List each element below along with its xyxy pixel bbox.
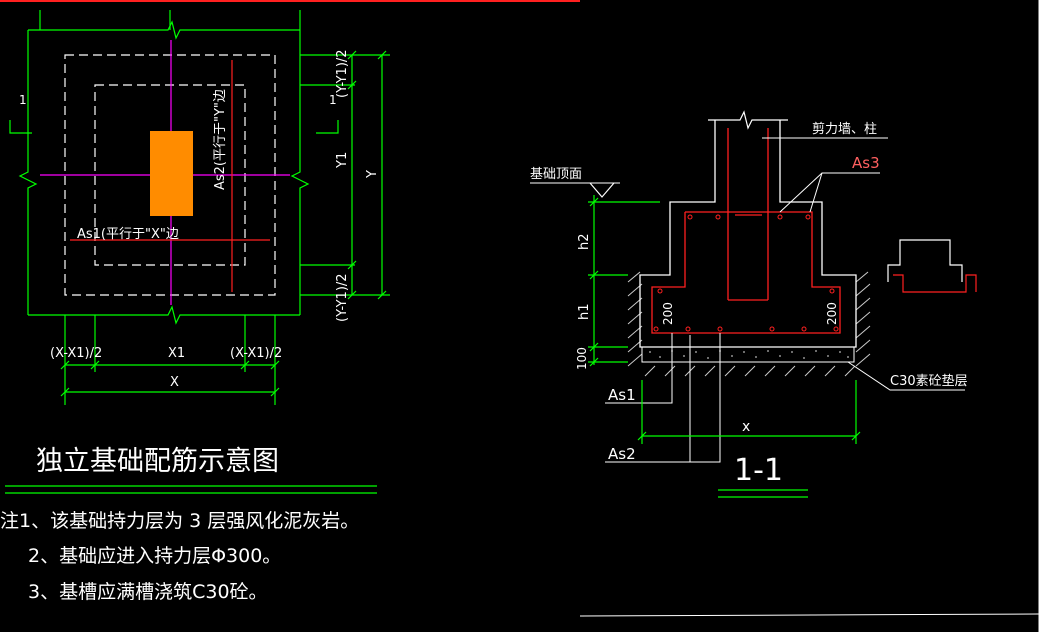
note-2: 2、基础应进入持力层Φ300。 xyxy=(28,545,281,567)
section-cushion-label: C30素砼垫层 xyxy=(890,373,968,389)
top-level-triangle xyxy=(589,182,615,198)
plan-section-marker-right xyxy=(316,120,339,134)
section-top-label: 基础顶面 xyxy=(530,167,582,182)
plan-section-marker-left xyxy=(9,120,32,134)
section-cushion xyxy=(641,346,855,363)
plan-marker-right-text: 1 xyxy=(329,93,337,107)
plan-view: 1 1 As1(平行于"X"边 As2(平行于"Y"边 (X-X1)/2 X1 … xyxy=(9,10,390,405)
leader-cushion xyxy=(847,361,965,391)
plan-dim-bottom-left: (X-X1)/2 xyxy=(50,346,102,361)
leader-as1 xyxy=(605,333,673,404)
section-cover-right: 200 xyxy=(825,302,839,325)
plan-dim-right-middle: Y1 xyxy=(335,152,350,169)
plan-outer-right xyxy=(290,30,310,315)
section-h1: h1 xyxy=(577,303,592,320)
plan-dim-bottom-middle: X1 xyxy=(168,346,185,361)
section-cover-left: 200 xyxy=(661,302,675,325)
section-h2: h2 xyxy=(577,233,592,250)
section-width-label: x xyxy=(742,419,750,435)
plan-dim-right-top: (Y-Y1)/2 xyxy=(335,49,350,98)
section-wall-break xyxy=(708,110,788,130)
section-outline xyxy=(639,120,857,348)
plan-dim-right-total: Y xyxy=(365,170,380,179)
section-view: 基础顶面 h2 h1 100 200 200 剪力墙、柱 As3 As1 As2… xyxy=(530,110,977,498)
section-as2-label: As2 xyxy=(608,445,636,463)
plan-outer-bottom xyxy=(28,305,300,325)
plan-outer-top xyxy=(28,20,300,40)
plan-marker-left-text: 1 xyxy=(19,93,27,107)
rebar-detail-red xyxy=(893,274,977,293)
section-as3-label: As3 xyxy=(852,154,880,172)
plan-dim-right-bottom: (Y-Y1)/2 xyxy=(335,273,350,322)
section-100: 100 xyxy=(575,347,589,370)
rebar-detail-white xyxy=(887,239,963,282)
section-wall-label: 剪力墙、柱 xyxy=(812,121,877,137)
plan-dim-bottom-total: X xyxy=(170,375,179,390)
plan-as2-label: As2(平行于"Y"边 xyxy=(213,89,228,190)
plan-dim-bottom-right: (X-X1)/2 xyxy=(230,346,282,361)
leader-as2 xyxy=(605,333,721,463)
plan-column xyxy=(150,131,193,216)
leader-as3 xyxy=(779,172,880,213)
plan-outer-left xyxy=(18,30,38,315)
note-3: 3、基槽应满槽浇筑C30砼。 xyxy=(28,581,268,603)
plan-as1-label: As1(平行于"X"边 xyxy=(77,227,179,242)
note-1: 注1、该基础持力层为 3 层强风化泥灰岩。 xyxy=(0,510,359,532)
drawing-title: 独立基础配筋示意图 xyxy=(36,446,279,477)
section-rebar-cage xyxy=(651,211,841,334)
section-title: 1-1 xyxy=(734,453,783,488)
section-as1-label: As1 xyxy=(608,386,636,404)
